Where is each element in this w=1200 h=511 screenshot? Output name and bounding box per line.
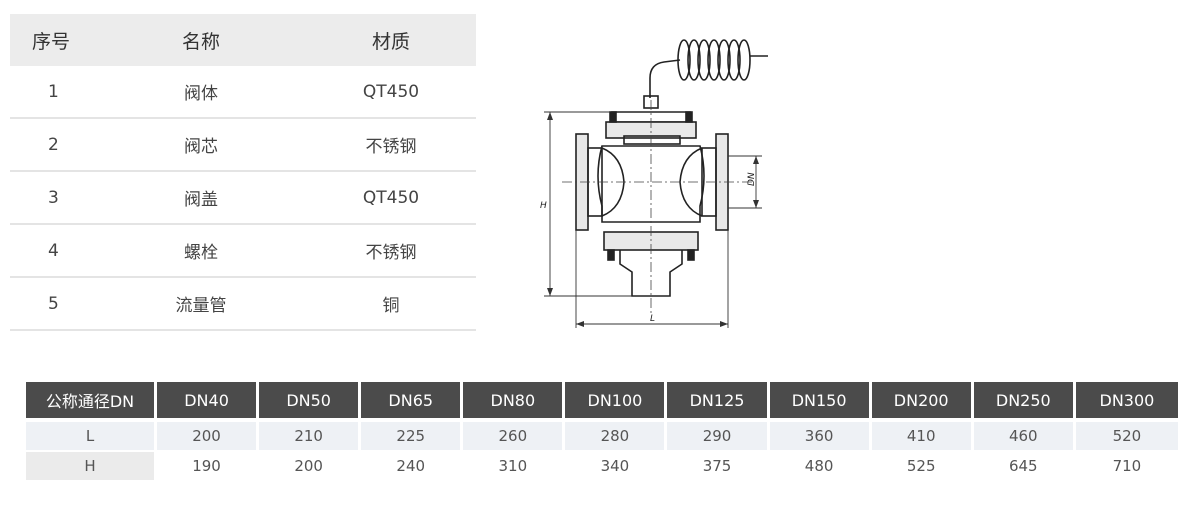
header-name: 名称 bbox=[181, 30, 220, 53]
row-material: QT450 bbox=[362, 81, 420, 102]
row-name: 阀芯 bbox=[184, 137, 218, 157]
valve-drawing: H L DN bbox=[532, 16, 782, 334]
size-header: DN150 bbox=[769, 382, 872, 418]
row-name: 阀盖 bbox=[184, 190, 218, 210]
table-cell: 360 bbox=[769, 418, 872, 450]
valve-body bbox=[597, 145, 705, 223]
size-header: DN80 bbox=[463, 382, 566, 418]
size-header: DN50 bbox=[259, 382, 362, 418]
table-cell: 520 bbox=[1075, 418, 1178, 450]
row-index: 3 bbox=[48, 187, 59, 208]
size-header: DN65 bbox=[361, 382, 464, 418]
header-material: 材质 bbox=[371, 30, 410, 53]
table-row: 2 阀芯 不锈钢 bbox=[10, 119, 476, 172]
row-index: 5 bbox=[48, 293, 59, 314]
table-cell: 290 bbox=[667, 418, 770, 450]
table-cell: 260 bbox=[463, 418, 566, 450]
table-row: L 200 210 225 260 280 290 360 410 460 52… bbox=[26, 418, 1178, 450]
row-name: 阀体 bbox=[184, 84, 218, 104]
table-row: 3 阀盖 QT450 bbox=[10, 172, 476, 225]
size-header: DN200 bbox=[871, 382, 974, 418]
size-header: DN125 bbox=[667, 382, 770, 418]
table-row: 1 阀体 QT450 bbox=[10, 66, 476, 119]
row-name: 流量管 bbox=[175, 296, 227, 316]
size-header: DN40 bbox=[157, 382, 260, 418]
row-material: 不锈钢 bbox=[365, 137, 417, 157]
table-cell: 190 bbox=[157, 450, 260, 480]
row-index: 1 bbox=[48, 81, 59, 102]
table-cell: 460 bbox=[973, 418, 1076, 450]
label-h: H bbox=[540, 201, 547, 211]
size-header: DN300 bbox=[1075, 382, 1178, 418]
parts-table: 序号 名称 材质 1 阀体 QT450 2 阀芯 不锈钢 3 阀盖 QT450 … bbox=[10, 14, 476, 331]
label-l: L bbox=[650, 314, 655, 324]
bottom-boss bbox=[619, 250, 683, 297]
row-index: 4 bbox=[48, 240, 59, 261]
row-index: 2 bbox=[48, 134, 59, 155]
table-cell: 310 bbox=[463, 450, 566, 480]
row-label: L bbox=[26, 418, 157, 450]
size-header: DN250 bbox=[973, 382, 1076, 418]
size-header: DN100 bbox=[565, 382, 668, 418]
table-cell: 480 bbox=[769, 450, 872, 480]
row-label: H bbox=[26, 450, 157, 480]
valve-drawing-svg: H L DN bbox=[540, 39, 768, 328]
table-cell: 280 bbox=[565, 418, 668, 450]
table-row: 5 流量管 铜 bbox=[10, 278, 476, 331]
table-row: 4 螺栓 不锈钢 bbox=[10, 225, 476, 278]
table-cell: 340 bbox=[565, 450, 668, 480]
table-cell: 410 bbox=[871, 418, 974, 450]
table-row: H 190 200 240 310 340 375 480 525 645 71… bbox=[26, 450, 1178, 480]
header-label: 公称通径DN bbox=[26, 382, 157, 418]
table-cell: 710 bbox=[1075, 450, 1178, 480]
row-material: QT450 bbox=[362, 187, 420, 208]
table-cell: 200 bbox=[259, 450, 362, 480]
header-index: 序号 bbox=[32, 30, 71, 53]
table-cell: 225 bbox=[361, 418, 464, 450]
row-name: 螺栓 bbox=[184, 243, 218, 263]
label-dn: DN bbox=[747, 172, 757, 186]
capillary-coil bbox=[649, 39, 768, 98]
row-material: 铜 bbox=[382, 296, 400, 316]
row-material: 不锈钢 bbox=[365, 243, 417, 263]
table-cell: 240 bbox=[361, 450, 464, 480]
table-cell: 375 bbox=[667, 450, 770, 480]
parts-table-header: 序号 名称 材质 bbox=[10, 14, 476, 66]
table-cell: 645 bbox=[973, 450, 1076, 480]
size-table-header: 公称通径DN DN40 DN50 DN65 DN80 DN100 DN125 D… bbox=[26, 382, 1178, 418]
table-cell: 525 bbox=[871, 450, 974, 480]
table-cell: 210 bbox=[259, 418, 362, 450]
size-table: 公称通径DN DN40 DN50 DN65 DN80 DN100 DN125 D… bbox=[26, 382, 1178, 480]
table-cell: 200 bbox=[157, 418, 260, 450]
